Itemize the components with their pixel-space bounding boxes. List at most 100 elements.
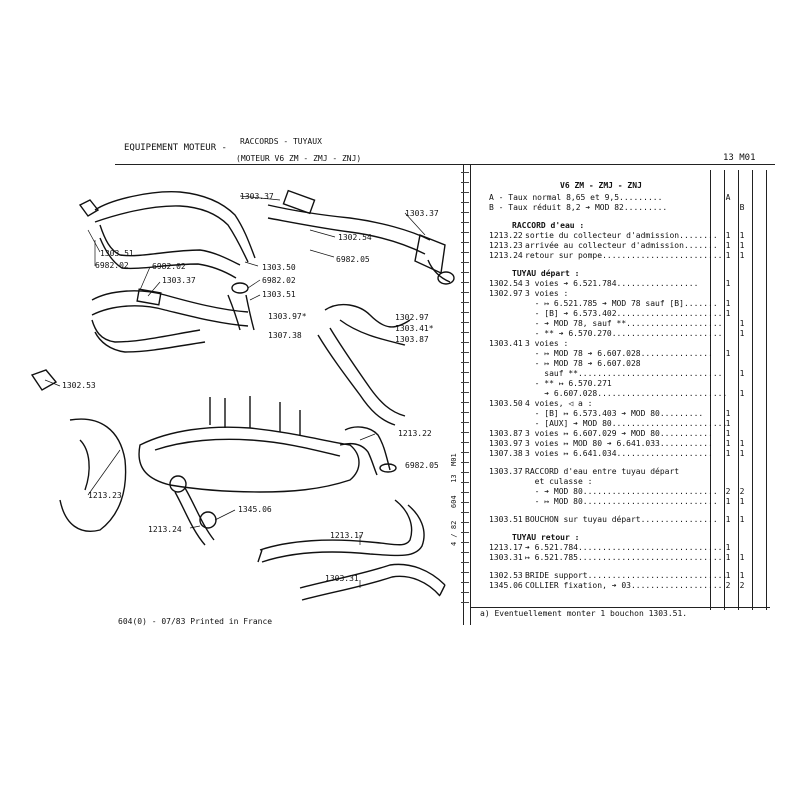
subtitle-line1: RACCORDS - TUYAUX — [240, 137, 322, 146]
part-description: - [B] ↦ 6.573.403 ➔ MOD 80......... — [525, 409, 704, 418]
part-ref: 1303.31 — [489, 553, 523, 562]
part-description: 3 voies ↦ 6.641.034.................... — [525, 449, 713, 458]
qty-col-b: 2 — [739, 487, 745, 496]
part-ref: 1302.54 — [489, 279, 523, 288]
label-1302-54: 1302.54 — [338, 233, 372, 242]
qty-col-b: 1 — [739, 369, 745, 378]
part-ref: 1302.53 — [489, 571, 523, 580]
qty-col-b: 1 — [739, 251, 745, 260]
part-description: 3 voies ↦ 6.607.029 ➔ MOD 80........... — [525, 429, 713, 438]
exploded-parts-diagram: 1303.37 1303.37 1303.51 6982.02 1302.54 … — [30, 189, 455, 601]
qty-col-a: 1 — [725, 571, 731, 580]
part-description: ➔ 6.521.784.............................… — [525, 543, 723, 552]
part-description: retour sur pompe........................… — [525, 251, 723, 260]
label-1213-24: 1213.24 — [148, 525, 182, 534]
ruler-tick — [461, 232, 469, 233]
part-description: - ** ↦ 6.570.271 — [525, 379, 612, 388]
part-description: ↦ 6.521.785.............................… — [525, 553, 723, 562]
label-1303-31: 1303.31 — [325, 574, 359, 583]
qty-col-a: 1 — [725, 497, 731, 506]
ruler-tick — [461, 202, 469, 203]
label-1303-37-a: 1303.37 — [240, 192, 274, 201]
ruler-tick — [461, 562, 469, 563]
qty-col-a: 1 — [725, 241, 731, 250]
qty-col-a: 1 — [725, 429, 731, 438]
part-description: ➔ 6.607.028........................... — [525, 389, 728, 398]
part-description: et culasse : — [525, 477, 593, 486]
qty-col-a: 1 — [725, 419, 731, 428]
ruler-tick — [461, 552, 469, 553]
legend-text: A - Taux normal 8,65 et 9,5......... — [489, 193, 663, 202]
label-1303-37-c: 1303.37 — [162, 276, 196, 285]
qty-col-b: 1 — [739, 553, 745, 562]
header-rule — [115, 164, 775, 165]
part-description: 4 voies, ◁ a : — [525, 399, 593, 408]
part-description: 3 voies : — [525, 339, 569, 348]
column-line-2 — [724, 170, 725, 610]
label-1213-17: 1213.17 — [330, 531, 364, 540]
label-6982-05-b: 6982.05 — [405, 461, 439, 470]
label-1213-22: 1213.22 — [398, 429, 432, 438]
section-title: EQUIPEMENT MOTEUR - — [124, 143, 227, 153]
qty-col-a: 2 — [725, 581, 731, 590]
column-line-5 — [766, 170, 767, 610]
ruler-tick — [461, 462, 469, 463]
label-6982-02-b: 6982.02 — [152, 262, 186, 271]
ruler-tick — [461, 182, 469, 183]
qty-col-b: 1 — [739, 241, 745, 250]
part-description: RACCORD d'eau entre tuyau départ — [525, 467, 680, 476]
section-heading: RACCORD d'eau : — [512, 221, 585, 230]
label-1303-87: 1303.87 — [395, 335, 429, 344]
label-1302-53: 1302.53 — [62, 381, 96, 390]
ruler-tick — [461, 422, 469, 423]
qty-col-a: 1 — [725, 515, 731, 524]
ruler-tick — [461, 242, 469, 243]
qty-col-a: 1 — [725, 299, 731, 308]
part-description: - ➔ MOD 80............................ — [525, 487, 718, 496]
footnote-rule — [470, 607, 770, 608]
ruler-tick — [461, 362, 469, 363]
part-description: 3 voies ➔ 6.521.784................. — [525, 279, 699, 288]
label-6982-02-a: 6982.02 — [95, 261, 129, 270]
part-description: 3 voies ↦ MOD 80 ➔ 6.641.033........... — [525, 439, 713, 448]
ruler-tick — [461, 272, 469, 273]
column-line-3 — [738, 170, 739, 610]
qty-col-a: 1 — [725, 409, 731, 418]
qty-col-b: 1 — [739, 449, 745, 458]
part-description: COLLIER fixation, ➔ 03..................… — [525, 581, 723, 590]
part-description: - ➔ MOD 78, sauf **.................... — [525, 319, 723, 328]
qty-col-a: 1 — [725, 553, 731, 562]
qty-col-a: 1 — [725, 439, 731, 448]
ruler-tick — [461, 592, 469, 593]
ruler-tick — [461, 262, 469, 263]
qty-col-b: 2 — [739, 581, 745, 590]
ruler-tick — [461, 412, 469, 413]
ruler-tick — [461, 482, 469, 483]
qty-col-a: 1 — [725, 251, 731, 260]
ruler-tick — [461, 372, 469, 373]
ruler-tick — [461, 212, 469, 213]
qty-col-b: 1 — [739, 571, 745, 580]
ruler-tick — [461, 572, 469, 573]
footnote: a) Eventuellement monter 1 bouchon 1303.… — [480, 609, 688, 618]
label-1303-51-b: 1303.51 — [262, 290, 296, 299]
label-1303-50: 1303.50 — [262, 263, 296, 272]
qty-col-b: 1 — [739, 515, 745, 524]
column-line-1 — [710, 170, 711, 610]
qty-col-a: 1 — [725, 279, 731, 288]
part-ref: 1303.37 — [489, 467, 523, 476]
diagram-drawing — [30, 189, 455, 601]
ruler-tick — [461, 282, 469, 283]
ruler-tick — [461, 312, 469, 313]
ruler-tick — [461, 602, 469, 603]
part-description: - ↦ MOD 80............................ — [525, 497, 718, 506]
part-description: - ** ➔ 6.570.270....................... — [525, 329, 723, 338]
part-ref: 1345.06 — [489, 581, 523, 590]
table-divider-2 — [470, 165, 471, 625]
ruler-tick — [461, 582, 469, 583]
qty-col-b: 1 — [739, 231, 745, 240]
ruler-tick — [461, 512, 469, 513]
part-description: - [AUX] ➔ MOD 80........................ — [525, 419, 728, 428]
label-1303-97: 1303.97* — [268, 312, 307, 321]
ruler-tick — [461, 302, 469, 303]
